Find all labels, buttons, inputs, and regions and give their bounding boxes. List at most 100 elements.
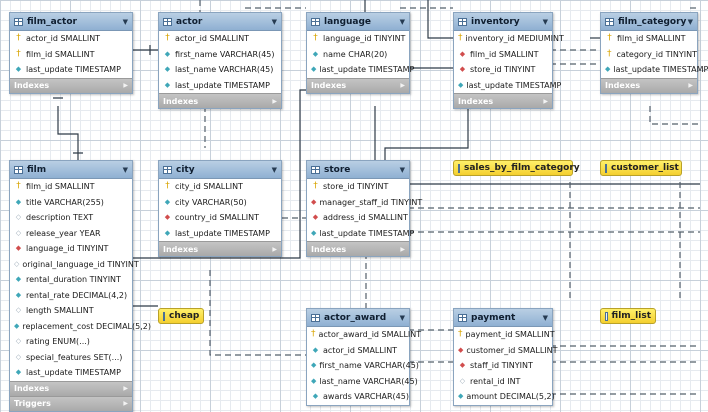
table-header[interactable]: film ▼ [10, 161, 132, 179]
expand-arrow-icon[interactable]: ▶ [272, 97, 277, 105]
collapse-arrow-icon[interactable]: ▼ [122, 17, 128, 26]
section-indexes[interactable]: Indexes▶ [159, 93, 281, 108]
column-row[interactable]: †payment_id SMALLINT [454, 327, 555, 343]
expand-arrow-icon[interactable]: ▶ [688, 82, 693, 89]
column-row[interactable]: ◆replacement_cost DECIMAL(5,2) [10, 319, 151, 335]
table-actor-award[interactable]: actor_award ▼ †actor_award_id SMALLINT◆a… [306, 308, 421, 406]
column-row[interactable]: †inventory_id MEDIUMINT [454, 31, 564, 47]
column-row[interactable]: ◆last_update TIMESTAMP [159, 78, 281, 94]
column-row[interactable]: ◆last_update TIMESTAMP [307, 62, 414, 78]
section-indexes[interactable]: Indexes▶ [159, 241, 281, 256]
column-row[interactable]: †language_id TINYINT [307, 31, 409, 47]
table-film-actor[interactable]: film_actor ▼ †actor_id SMALLINT†film_id … [9, 12, 133, 94]
expand-arrow-icon[interactable]: ▶ [400, 82, 405, 89]
table-header[interactable]: city ▼ [159, 161, 281, 179]
column-row[interactable]: ◆city VARCHAR(50) [159, 195, 281, 211]
column-row[interactable]: ◆film_id SMALLINT [454, 47, 552, 63]
table-header[interactable]: film_category ▼ [601, 13, 697, 31]
table-header[interactable]: actor_award ▼ [307, 309, 409, 327]
column-row[interactable]: ◇release_year YEAR [10, 226, 132, 242]
column-row[interactable]: ◆first_name VARCHAR(45) [307, 358, 419, 374]
expand-arrow-icon[interactable]: ▶ [123, 385, 128, 392]
table-header[interactable]: film_actor ▼ [10, 13, 132, 31]
collapse-arrow-icon[interactable]: ▼ [271, 165, 277, 174]
view-customer-list[interactable]: customer_list [600, 160, 682, 176]
expand-arrow-icon[interactable]: ▶ [123, 400, 128, 407]
table-header[interactable]: actor ▼ [159, 13, 281, 31]
column-row[interactable]: †city_id SMALLINT [159, 179, 281, 195]
table-city[interactable]: city ▼ †city_id SMALLINT◆city VARCHAR(50… [158, 160, 282, 257]
table-header[interactable]: store ▼ [307, 161, 409, 179]
section-indexes[interactable]: Indexes▶ [307, 241, 409, 256]
collapse-arrow-icon[interactable]: ▼ [542, 313, 548, 322]
collapse-arrow-icon[interactable]: ▼ [399, 313, 405, 322]
column-row[interactable]: ◆awards VARCHAR(45) [307, 389, 409, 405]
section-indexes[interactable]: Indexes▶ [10, 380, 132, 396]
column-row[interactable]: †film_id SMALLINT [10, 47, 132, 63]
column-row[interactable]: ◆last_update TIMESTAMP [159, 226, 281, 242]
view-cheap[interactable]: cheap [158, 308, 204, 324]
table-header[interactable]: language ▼ [307, 13, 409, 31]
column-row[interactable]: ◇rating ENUM(...) [10, 334, 132, 350]
column-row[interactable]: ◆first_name VARCHAR(45) [159, 47, 281, 63]
table-store[interactable]: store ▼ †store_id TINYINT◆manager_staff_… [306, 160, 422, 257]
column-row[interactable]: †film_id SMALLINT [10, 179, 132, 195]
column-row[interactable]: †actor_id SMALLINT [10, 31, 132, 47]
column-row[interactable]: ◆store_id TINYINT [454, 62, 552, 78]
expand-arrow-icon[interactable]: ▶ [543, 97, 548, 105]
view-film-list[interactable]: film_list [600, 308, 656, 324]
column-row[interactable]: ◆staff_id TINYINT [454, 358, 552, 374]
column-row[interactable]: †actor_id SMALLINT [159, 31, 281, 47]
collapse-arrow-icon[interactable]: ▼ [399, 17, 405, 26]
section-indexes[interactable]: Indexes▶ [454, 93, 552, 108]
section-indexes[interactable]: Indexes▶ [307, 77, 409, 93]
column-row[interactable]: ◆last_update TIMESTAMP [10, 62, 132, 78]
table-film-category[interactable]: film_category ▼ †film_id SMALLINT†catego… [600, 12, 708, 94]
column-row[interactable]: †category_id TINYINT [601, 47, 697, 63]
column-row[interactable]: ◇length SMALLINT [10, 303, 132, 319]
column-row[interactable]: ◇special_features SET(...) [10, 350, 132, 366]
column-row[interactable]: ◆rental_rate DECIMAL(4,2) [10, 288, 132, 304]
section-triggers[interactable]: Triggers▶ [10, 395, 132, 411]
column-row[interactable]: ◇rental_id INT [454, 374, 552, 390]
table-language[interactable]: language ▼ †language_id TINYINT◆name CHA… [306, 12, 414, 94]
collapse-arrow-icon[interactable]: ▼ [542, 17, 548, 26]
table-header[interactable]: payment ▼ [454, 309, 552, 327]
column-row[interactable]: ◆last_update TIMESTAMP [307, 226, 414, 242]
table-payment[interactable]: payment ▼ †payment_id SMALLINT◆customer_… [453, 308, 558, 406]
collapse-arrow-icon[interactable]: ▼ [122, 165, 128, 174]
view-sales-by-film-category[interactable]: sales_by_film_category [453, 160, 580, 176]
column-row[interactable]: ◆rental_duration TINYINT [10, 272, 132, 288]
column-row[interactable]: ◆actor_id SMALLINT [307, 343, 409, 359]
column-row[interactable]: ◆amount DECIMAL(5,2) [454, 389, 555, 405]
table-actor[interactable]: actor ▼ †actor_id SMALLINT◆first_name VA… [158, 12, 282, 109]
table-inventory[interactable]: inventory ▼ †inventory_id MEDIUMINT◆film… [453, 12, 564, 109]
expand-arrow-icon[interactable]: ▶ [272, 245, 277, 253]
column-row[interactable]: ◆last_name VARCHAR(45) [307, 374, 418, 390]
column-row[interactable]: ◆address_id SMALLINT [307, 210, 409, 226]
column-row[interactable]: †film_id SMALLINT [601, 31, 697, 47]
table-film[interactable]: film ▼ †film_id SMALLINT◆title VARCHAR(2… [9, 160, 151, 412]
column-row[interactable]: ◆title VARCHAR(255) [10, 195, 132, 211]
column-row[interactable]: ◆language_id TINYINT [10, 241, 132, 257]
column-row[interactable]: ◆manager_staff_id TINYINT [307, 195, 422, 211]
column-row[interactable]: ◆last_name VARCHAR(45) [159, 62, 281, 78]
expand-arrow-icon[interactable]: ▶ [123, 82, 128, 89]
collapse-arrow-icon[interactable]: ▼ [687, 17, 693, 26]
column-row[interactable]: ◆last_update TIMESTAMP [601, 62, 708, 78]
column-row[interactable]: ◆name CHAR(20) [307, 47, 409, 63]
collapse-arrow-icon[interactable]: ▼ [399, 165, 405, 174]
table-header[interactable]: inventory ▼ [454, 13, 552, 31]
expand-arrow-icon[interactable]: ▶ [400, 245, 405, 253]
column-row[interactable]: ◆last_update TIMESTAMP [454, 78, 561, 94]
column-row[interactable]: ◆country_id SMALLINT [159, 210, 281, 226]
column-row[interactable]: ◆last_update TIMESTAMP [10, 365, 132, 381]
collapse-arrow-icon[interactable]: ▼ [271, 17, 277, 26]
column-row[interactable]: ◆customer_id SMALLINT [454, 343, 558, 359]
section-indexes[interactable]: Indexes▶ [10, 77, 132, 93]
column-row[interactable]: †store_id TINYINT [307, 179, 409, 195]
column-row[interactable]: †actor_award_id SMALLINT [307, 327, 421, 343]
column-row[interactable]: ◇original_language_id TINYINT [10, 257, 139, 273]
column-row[interactable]: ◇description TEXT [10, 210, 132, 226]
section-indexes[interactable]: Indexes▶ [601, 77, 697, 93]
